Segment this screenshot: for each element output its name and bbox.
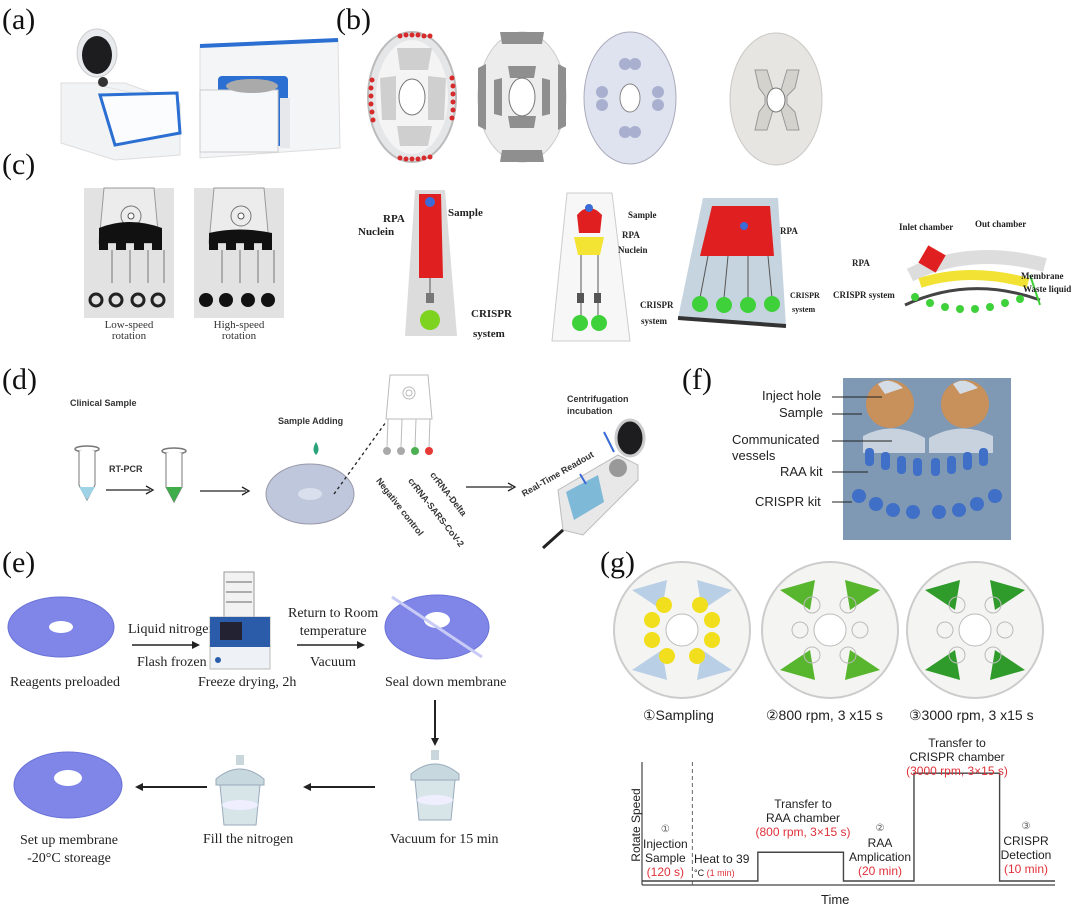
centrifugation-label: Centrifugation incubation	[567, 394, 629, 416]
handheld-centrifuge-device	[60, 28, 182, 161]
four-channel-chip-diagram	[677, 198, 787, 328]
c1-nuclein-label: Nuclein	[358, 226, 395, 238]
c1-rpa-label: RPA	[383, 213, 405, 225]
c1-system-label: system	[473, 328, 505, 340]
c3-system-label: system	[792, 305, 816, 314]
down-arrow-icon	[431, 700, 439, 746]
portable-device-image	[541, 418, 646, 550]
flash-frozen-label: Flash frozen	[137, 655, 207, 670]
left-arrow-icon-2	[135, 783, 207, 791]
800rpm-disc-photo	[761, 561, 899, 699]
rt-pcr-label: RT-PCR	[109, 464, 143, 474]
sample-adding-label: Sample Adding	[278, 416, 344, 426]
c4-out-label: Out chamber	[975, 219, 1027, 229]
sampling-caption: ①Sampling	[643, 707, 714, 723]
f-leader-lines	[832, 396, 892, 503]
raa-transfer-annotation: Transfer to RAA chamber (800 rpm, 3×15 s…	[755, 797, 851, 839]
low-speed-rotation-photo	[84, 187, 174, 318]
c3-crispr-label: CRISPR	[790, 291, 820, 300]
f-label-vessels: vessels	[732, 448, 776, 463]
sealed-disc-image	[384, 594, 490, 660]
sampling-disc-photo	[613, 561, 751, 699]
red-chamber-disc	[367, 31, 457, 163]
panel-d-label: (d)	[2, 363, 37, 396]
panel-e-label: (e)	[2, 546, 36, 579]
gray-sector-disc	[477, 31, 567, 163]
panel-f-label: (f)	[682, 363, 712, 396]
f-label-raa-kit: RAA kit	[780, 464, 823, 479]
liquid-nitrogen-label: Liquid nitrogen	[128, 622, 216, 637]
3000rpm-caption: ③3000 rpm, 3 x15 s	[909, 707, 1034, 723]
c2-sample-label: Sample	[628, 210, 657, 220]
benchtop-analyzer-device	[199, 38, 341, 159]
crispr-detection-annotation: ③ CRISPR Detection (10 min)	[1000, 821, 1052, 876]
raa-amplification-annotation: ② RAA Amplication (20 min)	[848, 823, 912, 878]
f-label-sample: Sample	[779, 405, 824, 420]
chart-ylabel: Rotate Speed	[629, 788, 643, 862]
chart-xlabel: Time	[821, 892, 850, 907]
f-label-communicated: Communicated	[732, 432, 820, 447]
rotate-speed-chart	[641, 762, 1055, 886]
f-label-crispr-kit: CRISPR kit	[755, 494, 821, 509]
3000rpm-disc-photo	[906, 561, 1044, 699]
x-channel-disc	[729, 32, 823, 166]
c4-inlet-label: Inlet chamber	[899, 222, 954, 232]
rt-pcr-arrow-icon	[106, 485, 155, 495]
seal-membrane-caption: Seal down membrane	[385, 675, 507, 690]
vacuum-desiccator-image	[410, 750, 460, 821]
heat-annotation: Heat to 39 °C (1 min)	[694, 852, 750, 878]
crispr-transfer-annotation: Transfer to CRISPR chamber (3000 rpm, 3×…	[906, 736, 1008, 778]
speed-step-line	[642, 772, 1055, 882]
to-device-arrow-icon	[466, 482, 517, 492]
injection-annotation: ① Injection Sample (120 s)	[643, 824, 688, 879]
c2-rpa-label: RPA	[622, 230, 640, 240]
dual-channel-chip-diagram	[551, 192, 631, 342]
c4-rpa-label: RPA	[852, 258, 870, 268]
high-speed-rotation-photo	[194, 187, 284, 318]
c2-nuclein-label: Nuclein	[618, 245, 648, 255]
c4-waste-label: Waste liquid	[1023, 284, 1072, 294]
reagents-disc-image	[7, 596, 115, 658]
panel-b-label: (b)	[336, 3, 371, 36]
freeze-drying-caption: Freeze drying, 2h	[198, 675, 297, 690]
c4-crispr-label: CRISPR system	[833, 290, 895, 300]
amplified-tube-icon	[161, 447, 187, 504]
nitrogen-desiccator-image	[215, 755, 265, 826]
clinical-sample-label: Clinical Sample	[70, 398, 137, 408]
sample-disc-image	[265, 463, 355, 525]
to-disc-arrow-icon	[200, 486, 251, 496]
vacuum-label: Vacuum	[310, 655, 356, 670]
high-speed-caption: High-speed rotation	[213, 319, 265, 342]
f-label-inject-hole: Inject hole	[762, 388, 822, 403]
fill-nitrogen-caption: Fill the nitrogen	[203, 832, 294, 847]
freeze-dryer-image	[209, 571, 271, 670]
communicated-vessel-chip	[843, 378, 1011, 540]
c2-system-label: system	[641, 316, 667, 326]
stored-disc-image	[13, 751, 123, 819]
panel-c-label: (c)	[2, 148, 36, 181]
membrane-chip-diagram	[904, 245, 1047, 313]
return-room-label: Return to Room temperature	[288, 606, 379, 639]
freeze-arrow-icon	[132, 641, 200, 649]
panel-g-label: (g)	[600, 546, 635, 579]
sample-drop-icon	[313, 442, 319, 455]
zoom-dashed-line	[333, 421, 387, 495]
c3-rpa-label: RPA	[780, 226, 798, 236]
low-speed-caption: Low-speed rotation	[104, 319, 154, 342]
blue-chamber-disc	[583, 31, 677, 165]
c1-crispr-label: CRISPR	[471, 308, 512, 320]
single-channel-chip-diagram	[405, 190, 457, 336]
left-arrow-icon-1	[303, 783, 375, 791]
c2-crispr-label: CRISPR	[640, 300, 674, 310]
sample-tube-icon	[74, 445, 100, 502]
c1-sample-label: Sample	[448, 207, 483, 219]
800rpm-caption: ②800 rpm, 3 x15 s	[766, 707, 883, 723]
c4-membrane-label: Membrane	[1021, 271, 1064, 281]
vacuum-15min-caption: Vacuum for 15 min	[390, 832, 499, 847]
channel-detail-diagram	[383, 374, 433, 455]
vacuum-arrow-icon	[297, 641, 365, 649]
reagents-preloaded-caption: Reagents preloaded	[10, 675, 121, 690]
setup-membrane-caption: Set up membrane -20°C storeage	[20, 833, 118, 866]
panel-a-label: (a)	[2, 3, 36, 36]
